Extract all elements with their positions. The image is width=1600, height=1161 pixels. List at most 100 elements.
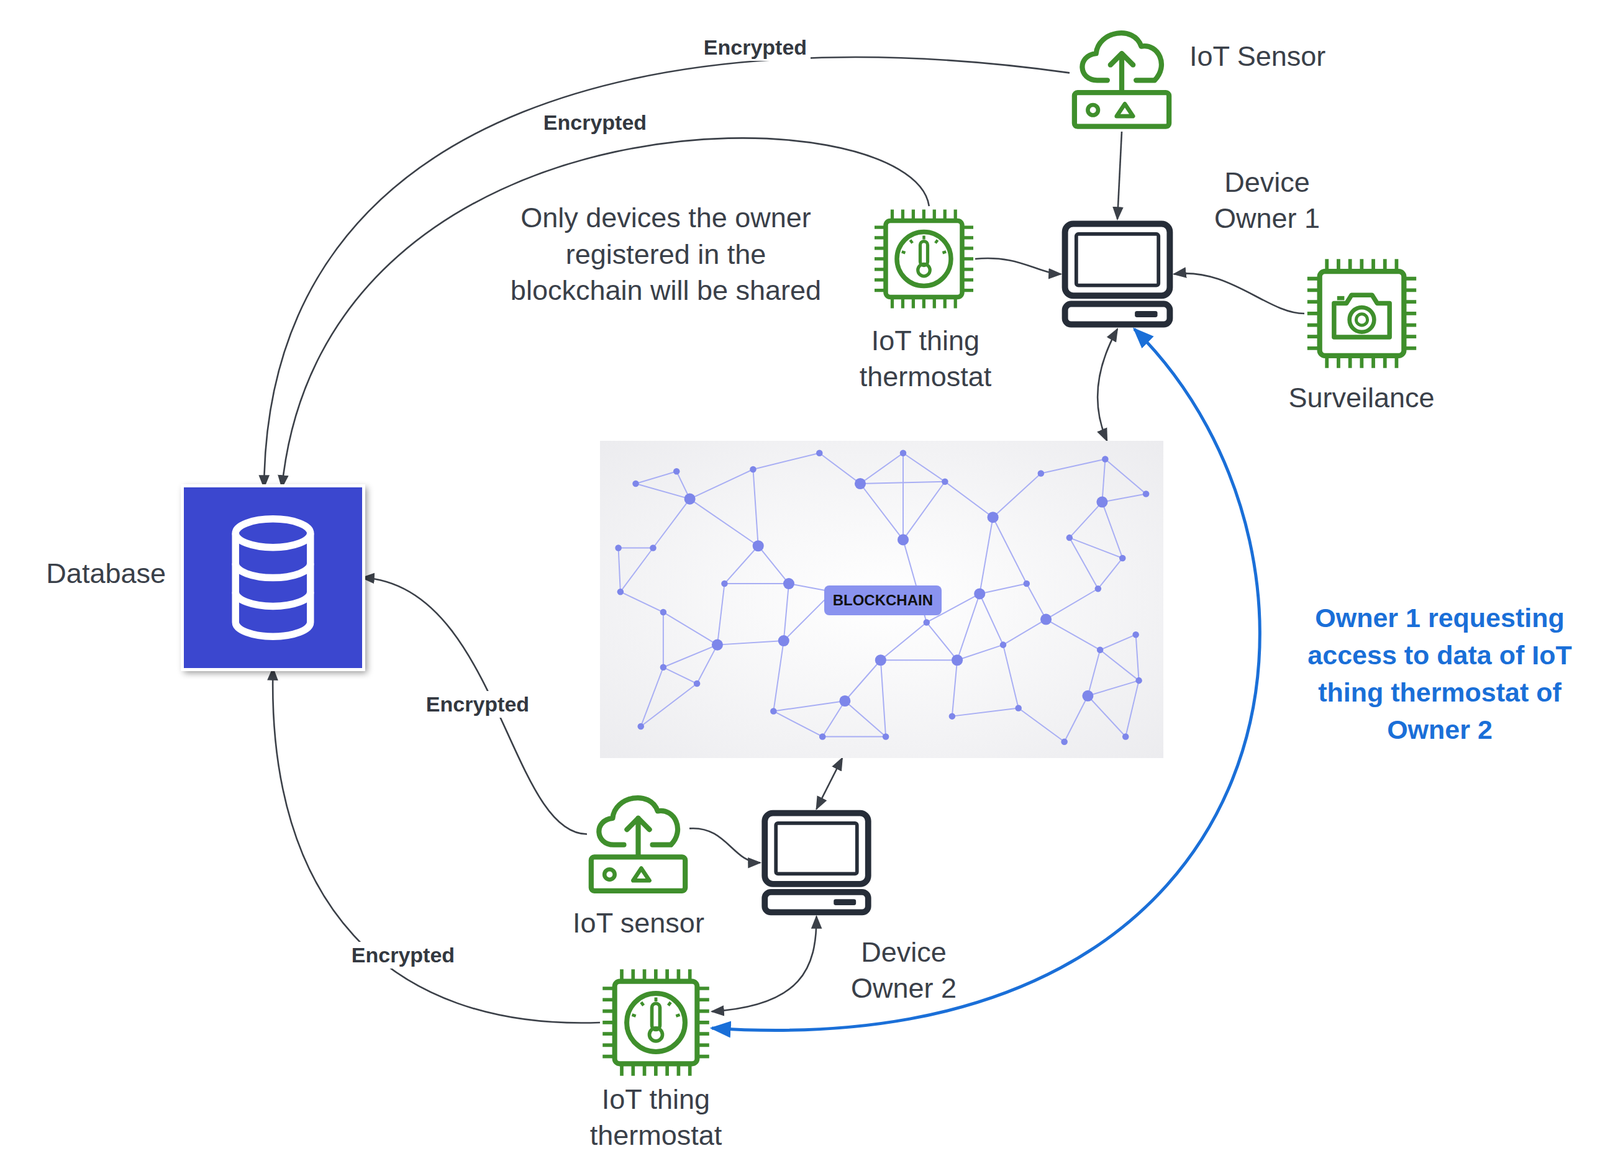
connector bbox=[1097, 329, 1118, 441]
icon-part bbox=[819, 733, 827, 741]
connector bbox=[1117, 131, 1122, 220]
icon-part bbox=[620, 591, 664, 613]
icon-part bbox=[1100, 650, 1139, 681]
icon-part bbox=[1087, 696, 1126, 738]
icon-part bbox=[923, 619, 931, 627]
icon-part bbox=[684, 493, 696, 505]
device-icon: Surveilance bbox=[1304, 257, 1420, 371]
icon-part bbox=[773, 640, 784, 712]
icon-part bbox=[717, 640, 784, 646]
icon-part bbox=[600, 967, 712, 1079]
device-icon: IoT sensor bbox=[586, 783, 690, 897]
icon-part bbox=[1096, 496, 1108, 509]
icon-part bbox=[764, 892, 868, 914]
icon-part bbox=[885, 221, 963, 298]
connector bbox=[272, 668, 600, 1024]
icon-part bbox=[626, 818, 650, 858]
icon-part bbox=[711, 639, 723, 651]
icon-part bbox=[586, 783, 690, 897]
icon-part bbox=[833, 899, 856, 906]
icon-part bbox=[690, 499, 759, 547]
icon-part bbox=[922, 236, 926, 240]
icon-part bbox=[1307, 259, 1417, 368]
icon-part bbox=[880, 659, 958, 661]
icon-part bbox=[690, 469, 754, 500]
icon-part bbox=[900, 449, 907, 457]
icon-part bbox=[660, 609, 668, 617]
icon-part bbox=[636, 471, 678, 484]
connector bbox=[281, 137, 930, 488]
connector bbox=[711, 916, 817, 1012]
icon-part bbox=[901, 251, 906, 253]
icon-part bbox=[783, 578, 795, 590]
icon-part bbox=[764, 813, 868, 885]
connector bbox=[816, 758, 843, 810]
icon-part bbox=[724, 545, 758, 584]
icon-part bbox=[973, 588, 986, 600]
icon-part bbox=[1087, 104, 1099, 116]
icon-part bbox=[1307, 259, 1417, 368]
edge-label: Encrypted bbox=[539, 109, 651, 137]
icon-part bbox=[844, 660, 881, 702]
icon-part bbox=[1307, 259, 1417, 368]
note-text: Only devices the owner registered in the… bbox=[501, 200, 831, 310]
icon-part bbox=[1119, 555, 1127, 563]
icon-part bbox=[235, 563, 311, 607]
database-box: Database bbox=[183, 487, 363, 669]
icon-part bbox=[183, 487, 363, 669]
icon-part bbox=[874, 209, 974, 309]
icon-part bbox=[1023, 580, 1031, 588]
icon-part bbox=[724, 583, 789, 585]
edge-label: Encrypted bbox=[422, 691, 533, 719]
icon-part bbox=[874, 209, 974, 309]
edge-label: Encrypted bbox=[347, 942, 459, 969]
icon-part bbox=[979, 517, 993, 594]
icon-part bbox=[649, 1028, 663, 1042]
blockchain-network: BLOCKCHAIN bbox=[600, 440, 1164, 759]
icon-part bbox=[993, 473, 1041, 519]
icon-part bbox=[235, 519, 311, 548]
icon-part bbox=[778, 635, 790, 647]
icon-part bbox=[1040, 459, 1106, 474]
icon-part bbox=[979, 583, 1027, 594]
icon-part bbox=[1101, 502, 1123, 559]
icon-part bbox=[1018, 708, 1065, 742]
icon-part bbox=[844, 701, 886, 738]
icon-part bbox=[235, 533, 311, 637]
icon-part bbox=[1307, 259, 1417, 368]
icon-part bbox=[1135, 677, 1143, 685]
icon-part bbox=[1334, 295, 1390, 338]
icon-part bbox=[903, 481, 945, 541]
icon-part bbox=[1069, 537, 1123, 559]
icon-part bbox=[1101, 455, 1109, 463]
icon-part bbox=[1110, 53, 1133, 93]
icon-part bbox=[1026, 583, 1046, 620]
icon-part bbox=[640, 1002, 644, 1006]
icon-part bbox=[1307, 259, 1417, 368]
icon-part bbox=[1307, 259, 1417, 368]
icon-part bbox=[662, 612, 664, 668]
icon-part bbox=[1116, 103, 1133, 117]
icon-part bbox=[1065, 223, 1171, 296]
icon-part bbox=[1337, 296, 1345, 301]
icon-part bbox=[783, 583, 789, 641]
icon-part bbox=[1066, 534, 1074, 542]
node-label: IoT sensor bbox=[539, 905, 738, 942]
icon-part bbox=[880, 660, 886, 737]
icon-part bbox=[673, 468, 681, 476]
icon-part bbox=[760, 809, 873, 917]
icon-part bbox=[775, 823, 858, 875]
icon-part bbox=[770, 708, 778, 715]
icon-part bbox=[1132, 631, 1140, 639]
icon-part bbox=[675, 1015, 680, 1017]
icon-part bbox=[1045, 588, 1099, 620]
icon-part bbox=[952, 708, 1019, 717]
icon-part bbox=[839, 695, 851, 707]
node-label: Surveilance bbox=[1262, 380, 1461, 417]
icon-part bbox=[874, 209, 974, 309]
icon-part bbox=[896, 232, 951, 287]
icon-part bbox=[660, 664, 668, 672]
icon-part bbox=[663, 612, 718, 646]
icon-part bbox=[640, 683, 697, 727]
icon-part bbox=[663, 667, 697, 684]
